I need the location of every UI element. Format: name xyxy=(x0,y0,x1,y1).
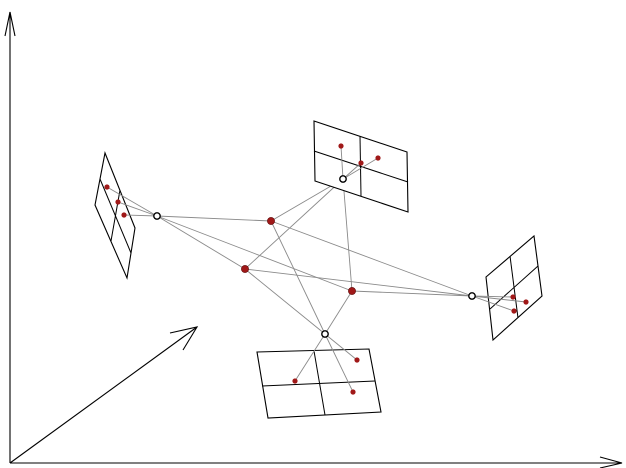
camera-centers xyxy=(153,175,476,338)
image-point xyxy=(292,378,298,384)
image-point xyxy=(375,155,381,161)
image-point xyxy=(338,143,344,149)
image-plane-right xyxy=(471,234,543,342)
coordinate-axes-icon xyxy=(4,11,623,468)
image-point xyxy=(510,294,516,300)
world-point xyxy=(267,217,275,225)
camera-center-right xyxy=(468,292,476,300)
image-point xyxy=(511,308,517,314)
image-point xyxy=(104,184,110,190)
projection-rays xyxy=(156,178,473,335)
world-points xyxy=(241,217,356,295)
direction-arrow-icon xyxy=(9,326,199,464)
image-plane-left xyxy=(94,151,158,280)
image-point xyxy=(523,299,529,305)
image-point xyxy=(354,357,360,363)
camera-center-bottom xyxy=(321,330,329,338)
world-point xyxy=(241,265,249,273)
image-plane-bottom xyxy=(256,333,382,419)
image-plane-top xyxy=(313,120,409,213)
y-axis-arrowhead xyxy=(4,11,16,37)
image-point xyxy=(121,212,127,218)
x-axis-arrowhead xyxy=(599,456,623,468)
camera-center-top xyxy=(339,175,347,183)
image-point xyxy=(358,160,364,166)
image-point xyxy=(350,389,356,395)
camera-center-left xyxy=(153,212,161,220)
world-point xyxy=(348,287,356,295)
image-point xyxy=(115,199,121,205)
